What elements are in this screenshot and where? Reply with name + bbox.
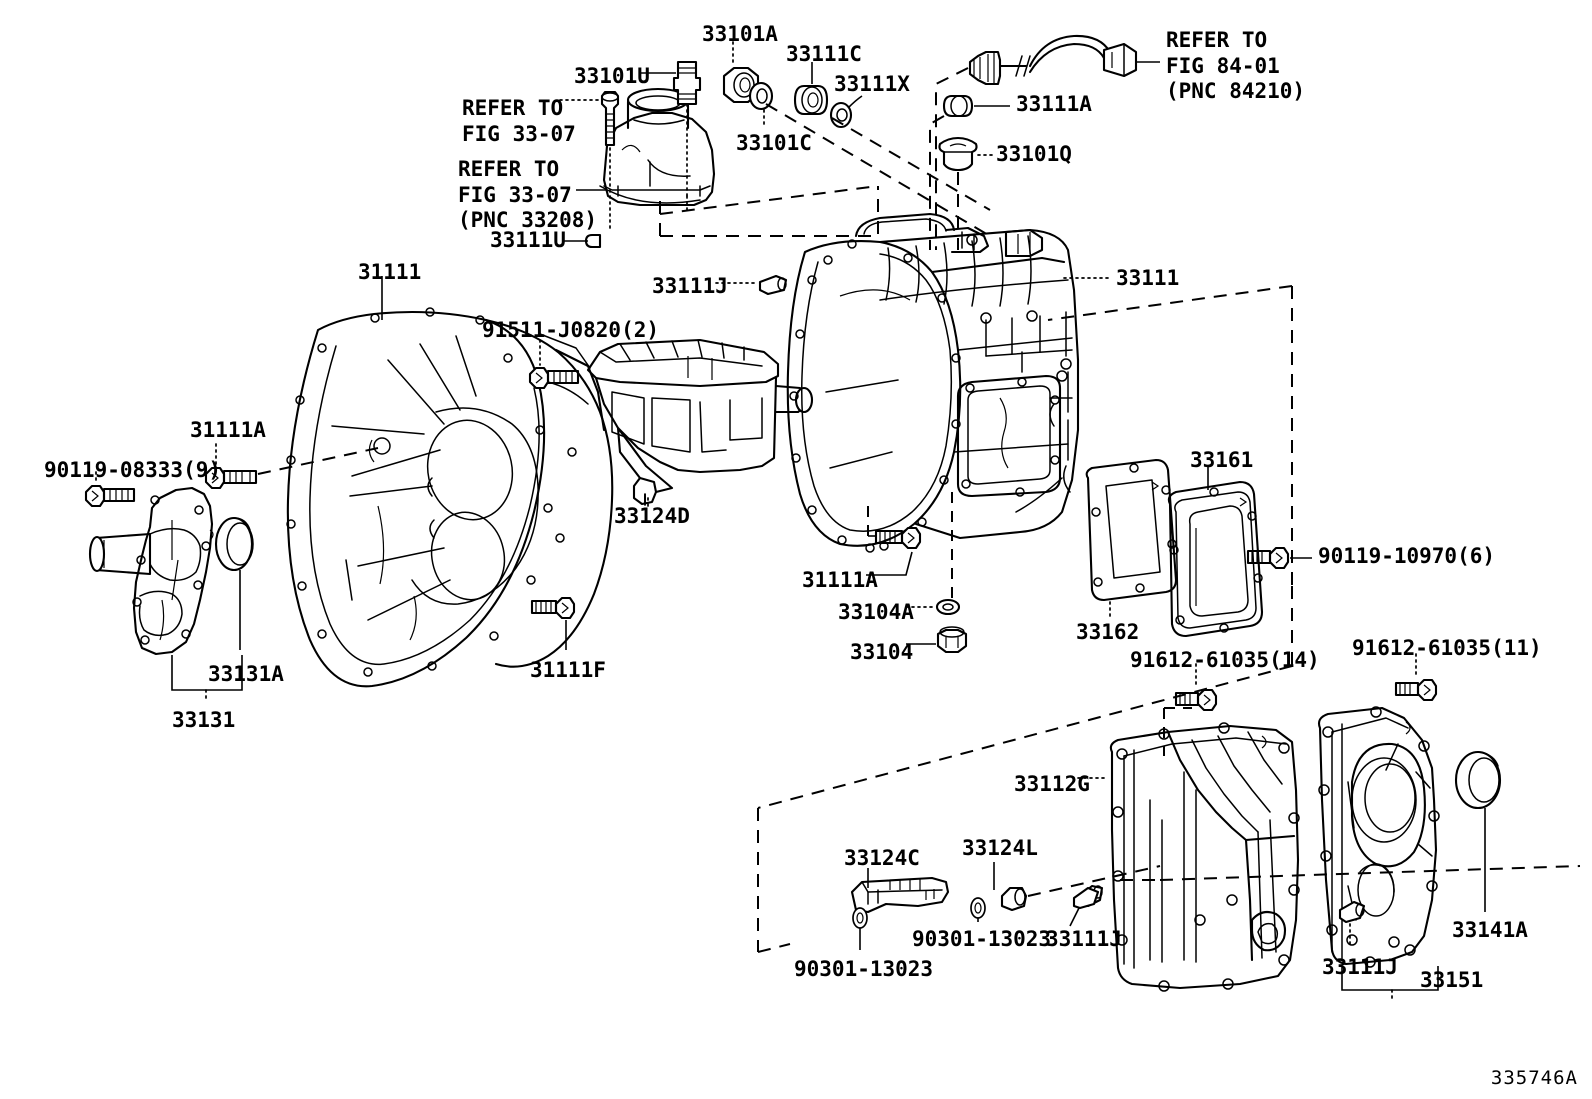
label-33111C: 33111C	[786, 42, 862, 66]
pin-33111J-mid-bottom	[1072, 886, 1100, 910]
bolt-91612-61035-11	[1394, 678, 1438, 702]
leader-33111X	[847, 95, 863, 109]
label-91612-61035-11: 91612-61035(11)	[1352, 636, 1542, 660]
label-refer-fig-84-01: REFER TO FIG 84-01 (PNC 84210)	[1166, 28, 1306, 104]
label-33111J-bottom-right: 33111J	[1322, 955, 1398, 979]
label-33161: 33161	[1190, 448, 1254, 472]
label-refer-fig-33-07-top: REFER TO FIG 33-07	[462, 96, 576, 146]
label-31111: 31111	[358, 260, 422, 284]
dashed-boundary-diagonal	[757, 665, 1293, 809]
pin-33111J-lower-right	[1338, 900, 1366, 924]
label-33101C: 33101C	[736, 131, 812, 155]
bolt-31111A-left	[204, 466, 258, 490]
label-33101A: 33101A	[702, 22, 778, 46]
dashed-33111X-to-case	[831, 117, 991, 211]
plug-33111U	[584, 233, 602, 249]
plug-33111A	[942, 94, 974, 118]
label-33124D: 33124D	[614, 504, 690, 528]
label-33124L: 33124L	[962, 836, 1038, 860]
shift-lever-housing-group	[599, 87, 716, 207]
label-33131A: 33131A	[208, 662, 284, 686]
oil-seal-33131A	[214, 516, 254, 572]
label-33111U: 33111U	[490, 228, 566, 252]
label-90301-13023-right: 90301-13023	[912, 927, 1052, 951]
bolt-31111A-center	[874, 526, 922, 550]
label-33151: 33151	[1420, 968, 1484, 992]
oring-90301-13023-left	[852, 907, 868, 929]
transmission-case-33111	[786, 212, 1080, 553]
label-31111F: 31111F	[530, 658, 606, 682]
shift-stopper-33124C	[850, 876, 950, 914]
label-33101U: 33101U	[574, 64, 650, 88]
bolt-90119-10970	[1246, 546, 1290, 570]
washer-33104A	[935, 598, 961, 616]
bolt-31111F	[530, 596, 576, 620]
refer-fig3307-bolt	[600, 90, 620, 147]
label-33111X: 33111X	[834, 72, 910, 96]
washer-33101C	[748, 81, 774, 111]
label-31111A-left: 31111A	[190, 418, 266, 442]
clutch-housing-31111	[286, 307, 614, 688]
bushing-33111C	[793, 84, 829, 116]
rear-bearing-retainer-33151	[1317, 706, 1440, 968]
bracket-33124D	[586, 338, 814, 506]
dashed-boundary-inner-2	[1159, 865, 1581, 881]
label-91612-61035-14: 91612-61035(14)	[1130, 648, 1320, 672]
bracket-33151	[1341, 966, 1439, 991]
leader-31111A-center	[866, 551, 913, 576]
gasket-33162	[1085, 458, 1178, 602]
dashed-31111A-left-to-housing	[257, 447, 379, 475]
oil-seal-33141A	[1454, 750, 1502, 810]
pin-33111J-top	[758, 274, 788, 296]
label-90119-10970: 90119-10970(6)	[1318, 544, 1496, 568]
label-91511-J0820: 91511-J0820(2)	[482, 318, 660, 342]
cover-33161	[1167, 480, 1264, 638]
label-90301-13023-left: 90301-13023	[794, 957, 934, 981]
label-31111A-center: 31111A	[802, 568, 878, 592]
label-33162: 33162	[1076, 620, 1140, 644]
dashed-housing-2	[660, 186, 879, 237]
label-90119-08333: 90119-08333(9)	[44, 458, 222, 482]
bolt-90119-08333	[84, 484, 136, 508]
diagram-id-code: 335746A	[1490, 1067, 1578, 1089]
nut-33104	[936, 626, 968, 654]
label-33131: 33131	[172, 708, 236, 732]
oring-90301-13023-right	[970, 897, 986, 919]
label-refer-fig-33-07-pnc: REFER TO FIG 33-07 (PNC 33208)	[458, 157, 598, 233]
plug-33101Q	[938, 136, 978, 172]
dashed-sensor-to-case	[935, 67, 969, 250]
dashed-33111A	[929, 115, 945, 250]
dashed-housing-3	[659, 185, 879, 215]
label-33111A-top: 33111A	[1016, 92, 1092, 116]
release-bearing-retainer-33131	[88, 486, 214, 656]
extension-housing-33112G	[1109, 722, 1300, 992]
label-33104: 33104	[850, 640, 914, 664]
label-33104A: 33104A	[838, 600, 914, 624]
label-33141A: 33141A	[1452, 918, 1528, 942]
label-33101Q: 33101Q	[996, 142, 1072, 166]
label-33111J-bottom-left: 33111J	[1046, 927, 1122, 951]
label-33111-main: 33111	[1116, 266, 1180, 290]
bolt-91612-61035-14	[1174, 688, 1218, 712]
bolt-91511-J0820	[528, 366, 580, 390]
breather-plug-33101U	[672, 60, 702, 106]
label-33111J-top: 33111J	[652, 274, 728, 298]
bracket-33131	[171, 655, 243, 691]
label-33124C: 33124C	[844, 846, 920, 870]
dashed-boundary-bottom	[757, 943, 791, 953]
label-33112G: 33112G	[1014, 772, 1090, 796]
dashed-boundary-top	[1047, 285, 1293, 321]
bush-33124L	[1000, 886, 1028, 912]
vehicle-speed-sensor	[968, 34, 1138, 86]
dashed-33124L	[1027, 865, 1161, 897]
